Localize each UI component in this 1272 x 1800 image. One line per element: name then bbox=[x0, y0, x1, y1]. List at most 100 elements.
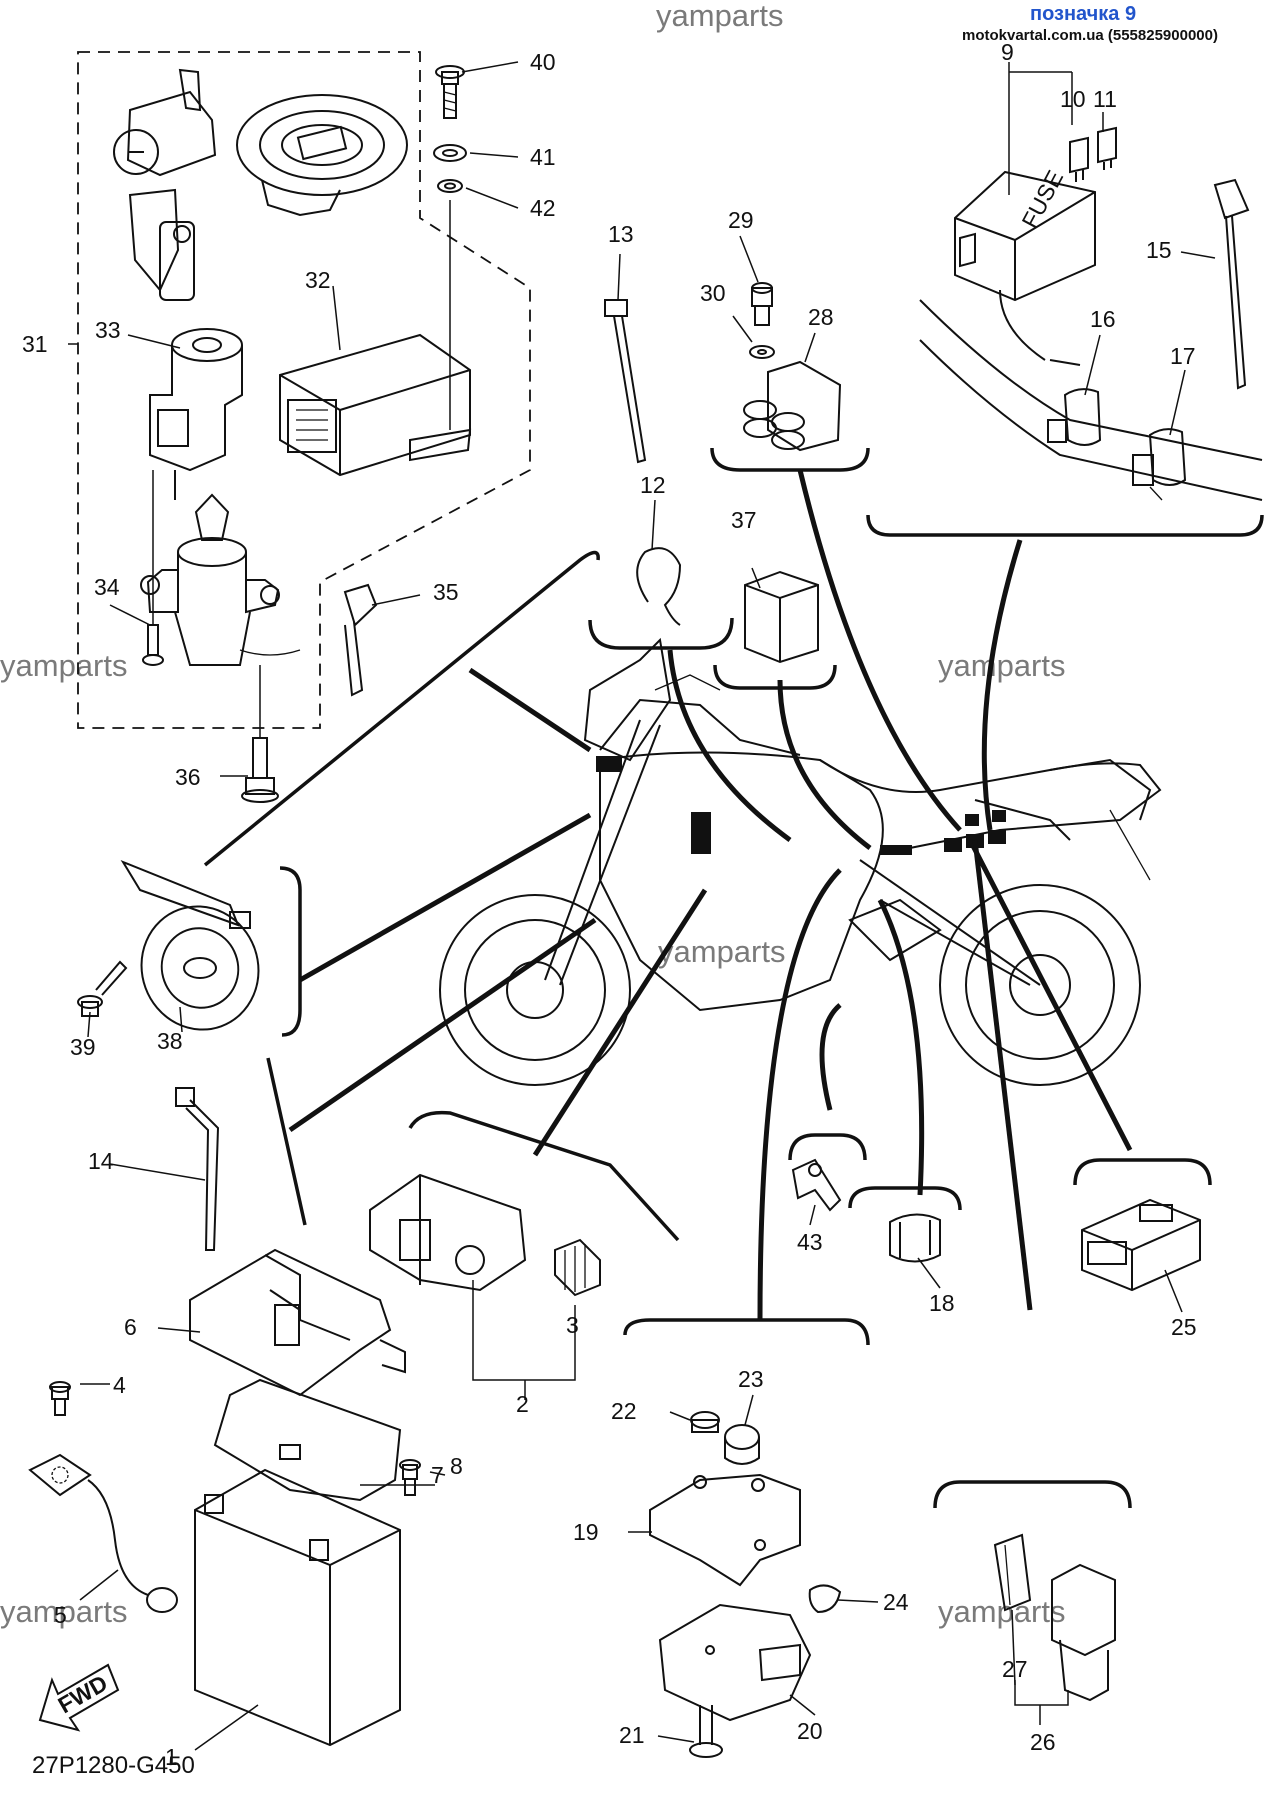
washer-42-part bbox=[437, 179, 463, 193]
callout-27: 27 bbox=[1002, 1656, 1028, 1682]
callout-40: 40 bbox=[530, 49, 556, 75]
callout-43: 43 bbox=[797, 1229, 823, 1255]
bolt-36-part bbox=[241, 737, 279, 803]
clamp-16-part bbox=[1047, 388, 1102, 446]
callout-26: 26 bbox=[1030, 1729, 1056, 1755]
tag-label: позначка 9 bbox=[1030, 3, 1137, 25]
callout-42: 42 bbox=[530, 195, 556, 221]
watermark-bottom-left: yamparts bbox=[0, 1594, 127, 1629]
callout-23: 23 bbox=[738, 1366, 764, 1392]
sensor-28-part bbox=[743, 360, 842, 452]
battery-part bbox=[194, 1468, 401, 1747]
damper-23-part bbox=[724, 1424, 760, 1465]
clamp-24-part bbox=[808, 1584, 842, 1614]
bike-markers bbox=[596, 756, 1006, 855]
callout-8-visible: 8 bbox=[450, 1453, 463, 1479]
battery-cover-7-part bbox=[213, 1378, 402, 1502]
holder-18-part bbox=[889, 1213, 941, 1263]
fuse-box-part: FUSE bbox=[954, 166, 1096, 302]
callout-35: 35 bbox=[433, 579, 459, 605]
callout-34: 34 bbox=[94, 574, 120, 600]
clip-12-part bbox=[636, 547, 682, 626]
callout-36: 36 bbox=[175, 764, 201, 790]
callout-21: 21 bbox=[619, 1722, 645, 1748]
callout-25: 25 bbox=[1171, 1314, 1197, 1340]
ecu-20-part bbox=[658, 1603, 812, 1722]
cable-tie-15-part bbox=[1213, 178, 1250, 390]
bolt-29-part bbox=[751, 282, 773, 326]
bracket-19-part bbox=[649, 1473, 801, 1587]
key-part bbox=[343, 583, 378, 697]
callout-28: 28 bbox=[808, 304, 834, 330]
watermark-left: yamparts bbox=[0, 648, 127, 683]
callout-9: 9 bbox=[1001, 39, 1014, 65]
watermark-right: yamparts bbox=[938, 648, 1065, 683]
seat-latch-part bbox=[128, 188, 195, 301]
washer-30-part bbox=[749, 345, 775, 359]
screw-40-part bbox=[435, 65, 465, 119]
callout-7: 7 bbox=[431, 1462, 444, 1488]
callout-2: 2 bbox=[516, 1391, 529, 1417]
callout-3: 3 bbox=[566, 1312, 579, 1338]
callout-10: 10 bbox=[1060, 86, 1086, 112]
watermark-bottom-right: yamparts bbox=[938, 1594, 1065, 1629]
horn-part bbox=[120, 859, 260, 1031]
seat-lock-part bbox=[113, 68, 217, 177]
fwd-arrow-icon: FWD bbox=[38, 1663, 120, 1732]
starter-relay-part bbox=[369, 1173, 601, 1297]
cable-tie-13-part bbox=[604, 299, 647, 464]
callout-29: 29 bbox=[728, 207, 754, 233]
callout-1: 1 bbox=[165, 1744, 178, 1770]
bolt-39-part bbox=[77, 960, 128, 1017]
callout-12: 12 bbox=[640, 472, 666, 498]
callout-16: 16 bbox=[1090, 306, 1116, 332]
washer-41-part bbox=[433, 144, 467, 162]
lock-set-dashed-outline bbox=[77, 51, 531, 729]
callout-labels: 1 2 3 4 5 6 7 8 8 9 10 11 12 13 14 15 16… bbox=[22, 39, 1197, 1770]
lock-set-group bbox=[77, 51, 531, 729]
callout-17: 17 bbox=[1170, 343, 1196, 369]
callout-5: 5 bbox=[54, 1602, 67, 1628]
site-label: motokvartal.com.ua (555825900000) bbox=[962, 27, 1218, 44]
callout-31: 31 bbox=[22, 331, 48, 357]
unit-25-part bbox=[1081, 1198, 1201, 1292]
motorcycle-outline bbox=[439, 637, 1162, 1086]
callout-37: 37 bbox=[731, 507, 757, 533]
ignition-lock-part bbox=[140, 493, 301, 666]
nut-22-part bbox=[690, 1411, 720, 1433]
callout-33: 33 bbox=[95, 317, 121, 343]
relay-27-part bbox=[993, 1533, 1032, 1612]
bolt-4-part bbox=[49, 1381, 71, 1416]
callout-11: 11 bbox=[1093, 86, 1117, 112]
clamp-17-part bbox=[1132, 428, 1187, 501]
callout-39: 39 bbox=[70, 1034, 96, 1060]
callout-30: 30 bbox=[700, 280, 726, 306]
group-brackets bbox=[203, 447, 1264, 1509]
callout-41: 41 bbox=[530, 144, 556, 170]
battery-box-6-part bbox=[189, 1248, 406, 1397]
callout-19: 19 bbox=[573, 1519, 599, 1545]
relay-37-part bbox=[744, 570, 819, 664]
bolt-8-part bbox=[399, 1459, 421, 1496]
callout-13: 13 bbox=[608, 221, 634, 247]
callout-20: 20 bbox=[797, 1718, 823, 1744]
callout-38: 38 bbox=[157, 1028, 183, 1054]
callout-leaders bbox=[68, 61, 1216, 1751]
clip-43-part bbox=[791, 1158, 842, 1212]
pointer-lines bbox=[288, 469, 1133, 1321]
fuse-10-part bbox=[1069, 136, 1089, 182]
callout-32: 32 bbox=[305, 267, 331, 293]
ground-lead-5-part bbox=[28, 1453, 178, 1613]
bolt-21-part bbox=[689, 1705, 723, 1758]
callout-15: 15 bbox=[1146, 237, 1172, 263]
callout-18: 18 bbox=[929, 1290, 955, 1316]
main-switch-part bbox=[149, 328, 243, 500]
fuse-11-part bbox=[1097, 126, 1117, 170]
callout-4: 4 bbox=[113, 1372, 126, 1398]
ecu-part bbox=[279, 333, 472, 477]
callout-6: 6 bbox=[124, 1314, 137, 1340]
cable-tie-14-part bbox=[175, 1087, 220, 1251]
callout-14: 14 bbox=[88, 1148, 114, 1174]
relay-26-part bbox=[1051, 1563, 1116, 1702]
